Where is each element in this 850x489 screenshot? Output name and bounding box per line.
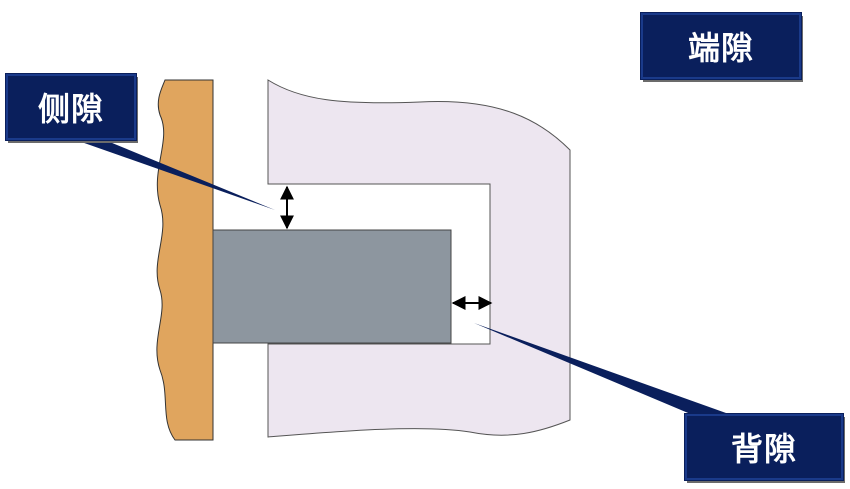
- side-clearance-pointer: [70, 138, 275, 210]
- housing-block: [267, 79, 571, 438]
- end-clearance-label: 端隙: [640, 12, 802, 80]
- back-clearance-pointer: [474, 323, 740, 418]
- back-clearance-label: 背隙: [684, 413, 844, 481]
- key-bar: [212, 229, 452, 344]
- side-clearance-label: 侧隙: [5, 73, 137, 141]
- orange-part: [156, 79, 214, 441]
